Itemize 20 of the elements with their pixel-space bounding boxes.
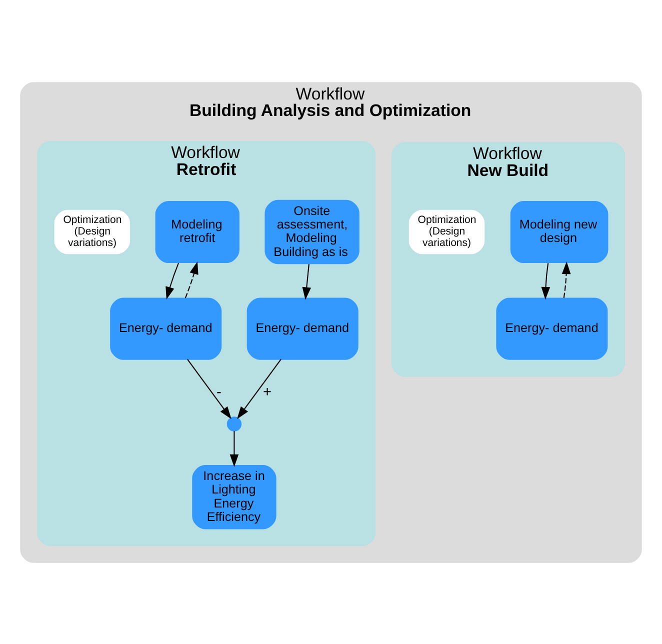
edge-label: - [216, 384, 222, 400]
arrow [237, 358, 282, 419]
node-box: Energy- demand [496, 297, 608, 360]
edge-label: + [263, 384, 272, 400]
arrow [184, 261, 198, 298]
node-box: Energy- demand [246, 297, 358, 360]
node-box: Optimization (Design variations) [54, 209, 130, 254]
arrow [166, 262, 179, 300]
node-box: Increase in Lighting Energy Efficiency [192, 464, 276, 529]
node-box: Onsite assessment, Modeling Building as is [264, 199, 360, 264]
node-box: Optimization (Design variations) [408, 209, 485, 254]
arrow [187, 358, 232, 419]
node-box: Energy- demand [110, 297, 222, 360]
arrow [541, 262, 550, 300]
arrow [230, 430, 239, 466]
arrow [562, 260, 571, 298]
node-box: Modeling new design [510, 200, 608, 263]
node-box: Modeling retrofit [155, 200, 240, 263]
node-circle [226, 416, 242, 431]
arrow [302, 264, 312, 300]
